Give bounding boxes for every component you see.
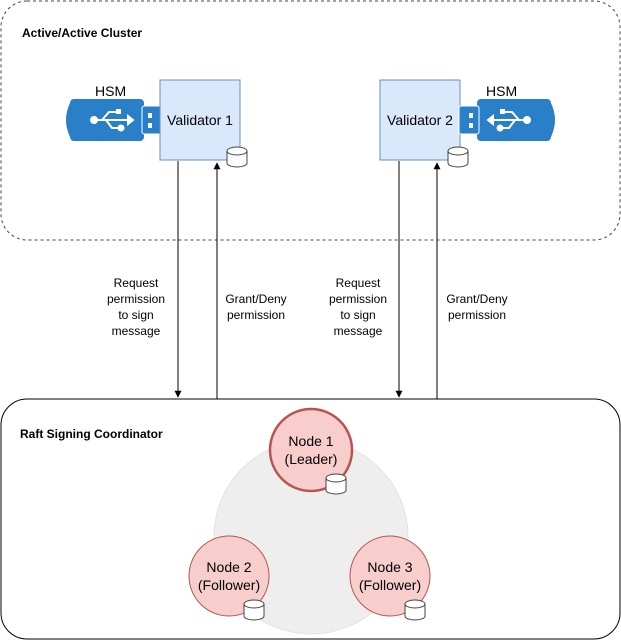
validator-2-box — [379, 79, 461, 161]
raft-node-2: Node 2 (Follower) — [188, 535, 270, 621]
svg-text:permission: permission — [448, 308, 506, 322]
node-1-role: (Leader) — [285, 451, 338, 467]
hsm-label-right: HSM — [486, 83, 517, 99]
node-2-name: Node 2 — [206, 559, 251, 575]
svg-text:Request: Request — [114, 276, 159, 290]
svg-text:Grant/Deny: Grant/Deny — [225, 292, 286, 306]
database-icon — [325, 473, 347, 495]
database-icon — [447, 146, 469, 168]
validator-1-box — [159, 79, 241, 161]
node-2-role: (Follower) — [198, 577, 260, 593]
active-cluster-container — [0, 0, 621, 241]
usb-symbol-icon — [90, 109, 135, 132]
request-label-left: Request permission to sign message — [104, 272, 172, 338]
raft-coordinator-title: Raft Signing Coordinator — [20, 427, 163, 441]
validator-2-label: Validator 2 — [387, 112, 453, 128]
request-label-right: Request permission to sign message — [324, 272, 392, 338]
database-icon — [404, 599, 426, 621]
grant-label-left: Grant/Deny permission — [218, 288, 294, 324]
svg-text:Grant/Deny: Grant/Deny — [446, 292, 507, 306]
database-icon — [243, 599, 265, 621]
usb-symbol-icon — [486, 109, 531, 132]
node-3-name: Node 3 — [367, 559, 412, 575]
validator-1-label: Validator 1 — [167, 112, 233, 128]
svg-text:to sign: to sign — [340, 308, 375, 322]
svg-text:message: message — [112, 324, 161, 338]
raft-node-3: Node 3 (Follower) — [349, 535, 431, 621]
svg-text:Request: Request — [336, 276, 381, 290]
active-cluster-title: Active/Active Cluster — [22, 26, 142, 40]
node-1-name: Node 1 — [288, 433, 333, 449]
svg-text:to sign: to sign — [118, 308, 153, 322]
hsm-usb-right — [458, 99, 555, 141]
raft-node-1: Node 1 (Leader) — [268, 407, 354, 495]
svg-text:permission: permission — [329, 292, 387, 306]
svg-text:permission: permission — [227, 308, 285, 322]
hsm-label-left: HSM — [95, 83, 126, 99]
svg-text:message: message — [334, 324, 383, 338]
database-icon — [226, 146, 248, 168]
grant-label-right: Grant/Deny permission — [438, 288, 514, 324]
svg-text:permission: permission — [107, 292, 165, 306]
node-3-role: (Follower) — [359, 577, 421, 593]
